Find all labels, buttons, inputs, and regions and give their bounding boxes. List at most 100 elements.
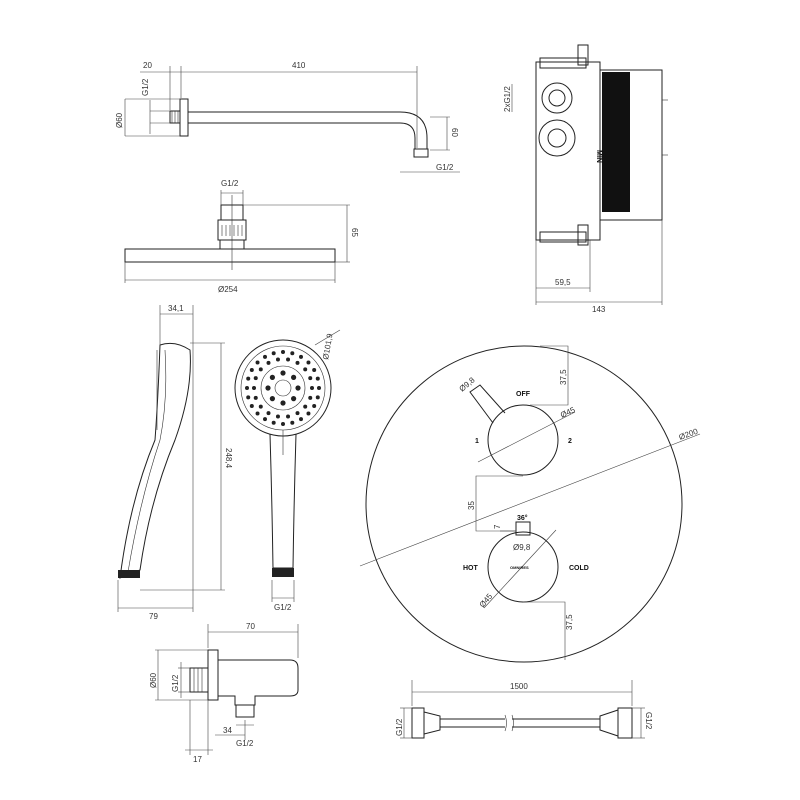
nozzle-dot (308, 395, 313, 400)
arm-length-label: 410 (292, 61, 306, 70)
valve-inlet-label: 2xG1/2 (503, 86, 512, 112)
arm-outlet-thread-label: G1/2 (436, 163, 454, 172)
hand-reach-label: 79 (149, 612, 158, 621)
valve-depth-max-label: 143 (592, 305, 606, 314)
nozzle-dot (315, 395, 320, 400)
valve-max-label: MAX (630, 138, 637, 154)
plate-diameter-label: Ø200 (678, 427, 700, 442)
nozzle-dot (299, 417, 303, 422)
hand-depth-label: 34,1 (168, 304, 184, 313)
hand-shower-side: 34,1 248,4 79 (117, 304, 233, 621)
hand-shower-thread (118, 570, 140, 578)
arm-flange-depth-label: 20 (143, 61, 152, 70)
head-height-label: 65 (350, 228, 359, 237)
brand-label: OMNIRES (510, 565, 529, 570)
nozzle-dot (271, 351, 276, 356)
head-shower: G1/2 65 Ø254 (124, 179, 359, 294)
nozzle-dot (312, 404, 317, 408)
nozzle-dot (291, 374, 297, 380)
concealed-valve-body: MIN MAX 2xG1/2 59,5 143 (503, 44, 668, 314)
nozzle-dot (306, 411, 311, 416)
nozzle-dot (315, 376, 320, 381)
nozzle-dot (265, 385, 271, 391)
hot-label: HOT (463, 565, 479, 572)
front-thread-label: G1/2 (274, 603, 292, 612)
nozzle-dot (317, 386, 321, 390)
nozzle-dot (258, 404, 263, 409)
nozzle-dot (269, 374, 275, 380)
nozzle-dot (266, 411, 271, 416)
outlet-diameter-label: Ø60 (149, 672, 158, 688)
nozzle-dot (291, 396, 297, 402)
nozzle-dot (275, 357, 280, 362)
nozzle-dot (271, 420, 276, 425)
plate-bottom-offset-label: 37,5 (565, 614, 574, 630)
nozzle-dot (286, 414, 291, 419)
nozzle-dot (253, 376, 258, 381)
nozzle-dot (258, 367, 263, 372)
nozzle-dot (312, 368, 317, 372)
arm-drop-label: 60 (450, 128, 459, 137)
nozzle-dot (281, 350, 285, 354)
nozzle-dot (253, 395, 258, 400)
trim-plate: 37,5 35 37,5 Ø200 Ø45 Ø45 Ø9,8 Ø9,8 7 36… (359, 345, 701, 663)
nozzle-dot (245, 386, 249, 390)
nozzle-dot (290, 351, 295, 356)
nozzle-dot (295, 411, 300, 416)
outlet-offset-label: 34 (223, 726, 232, 735)
angle-label: 36° (517, 514, 528, 522)
front-thread (272, 568, 294, 577)
nozzle-dot (263, 354, 267, 359)
nozzle-dot (306, 360, 311, 365)
nozzle-dot (269, 396, 275, 402)
position-2-label: 2 (568, 438, 572, 445)
arm-inlet-thread-label: G1/2 (141, 78, 150, 96)
hose-thread-left-label: G1/2 (395, 718, 404, 736)
hose-length-label: 1500 (510, 682, 528, 691)
diverter-diameter-label: Ø45 (559, 405, 577, 420)
nozzle-dot (299, 354, 303, 359)
nozzle-dot (286, 357, 291, 362)
nozzle-dot (246, 376, 251, 381)
plate-top-offset-label: 37,5 (559, 369, 568, 385)
nozzle-dot (255, 411, 260, 416)
outlet-length-label: 70 (246, 622, 255, 631)
lever-top-diameter-label: Ø9,8 (458, 375, 477, 393)
head-thread-label: G1/2 (221, 179, 239, 188)
nozzle-dot (295, 385, 301, 391)
plate-spacing-label: 35 (467, 501, 476, 510)
nozzle-dot (303, 404, 308, 409)
position-1-label: 1 (475, 438, 479, 445)
nozzle-dot (308, 376, 313, 381)
lever-height-label: 7 (493, 524, 502, 529)
cold-label: COLD (569, 565, 589, 572)
nozzle-dot (310, 386, 314, 390)
valve-depth-min-label: 59,5 (555, 278, 571, 287)
hand-shower-front: G1/2 Ø101,9 (234, 329, 341, 612)
hand-length-label: 248,4 (224, 448, 233, 469)
nozzle-dot (249, 404, 254, 408)
nozzle-pattern (245, 350, 321, 426)
hand-head-diameter-label: Ø101,9 (321, 332, 335, 360)
hose-thread-right-label: G1/2 (644, 712, 653, 730)
nozzle-dot (263, 417, 267, 422)
outlet-thread-out-label: G1/2 (236, 739, 254, 748)
off-label: OFF (516, 391, 531, 398)
nozzle-dot (280, 370, 286, 376)
nozzle-dot (303, 367, 308, 372)
thermo-cartridge (602, 72, 630, 212)
nozzle-dot (266, 360, 271, 365)
head-diameter-label: Ø254 (218, 285, 238, 294)
nozzle-dot (249, 368, 254, 372)
outlet-depth-label: 17 (193, 755, 202, 764)
nozzle-dot (252, 386, 256, 390)
nozzle-dot (281, 422, 285, 426)
arm-flange-diameter-label: Ø60 (115, 112, 124, 128)
nozzle-dot (246, 395, 251, 400)
nozzle-dot (255, 360, 260, 365)
lever-bottom-diameter-label: Ø9,8 (513, 543, 531, 552)
outlet-thread-in-label: G1/2 (171, 674, 180, 692)
nozzle-dot (275, 414, 280, 419)
thermostat-diameter-label: Ø45 (478, 591, 495, 609)
